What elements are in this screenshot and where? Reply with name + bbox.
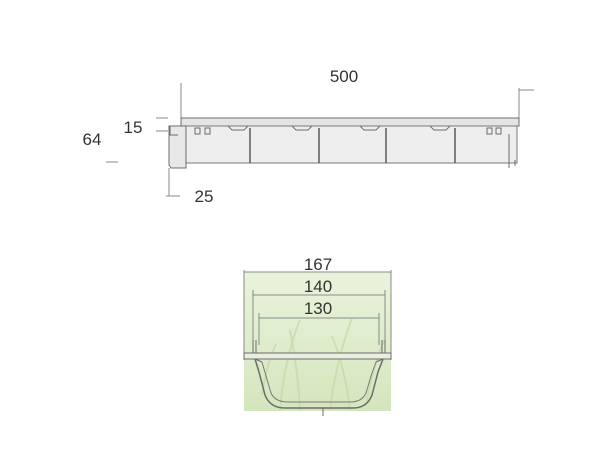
dim-grate-width-label: 140 [304,277,332,296]
channel-profile-inner [261,361,377,403]
dim-outer-width-label: 167 [304,255,332,274]
grate-slot [495,127,502,135]
grate-slot [204,127,211,135]
dim-height-label: 64 [83,130,102,149]
channel-rim [254,358,384,363]
grate-hook-right [381,340,386,353]
section-grate [243,352,392,360]
grate-slot [486,127,493,135]
channel-profile-outer [254,358,384,409]
grate-hook-left [252,340,257,353]
side-view: 500 [83,67,534,206]
grate-band [180,117,520,127]
grate-slot [194,127,201,135]
dim-inner-width-label: 130 [304,299,332,318]
end-cap-detail [169,126,178,136]
dim-grate-thickness-label: 15 [124,118,143,137]
channel-body [184,125,518,164]
grass-texture [261,317,385,411]
dim-length-label: 500 [330,67,358,86]
section-view: 167 140 130 [243,255,392,416]
rib-notches [227,125,451,131]
segment-dividers [249,128,510,163]
dim-bottom-label: 25 [195,187,214,206]
end-cap [168,125,187,169]
